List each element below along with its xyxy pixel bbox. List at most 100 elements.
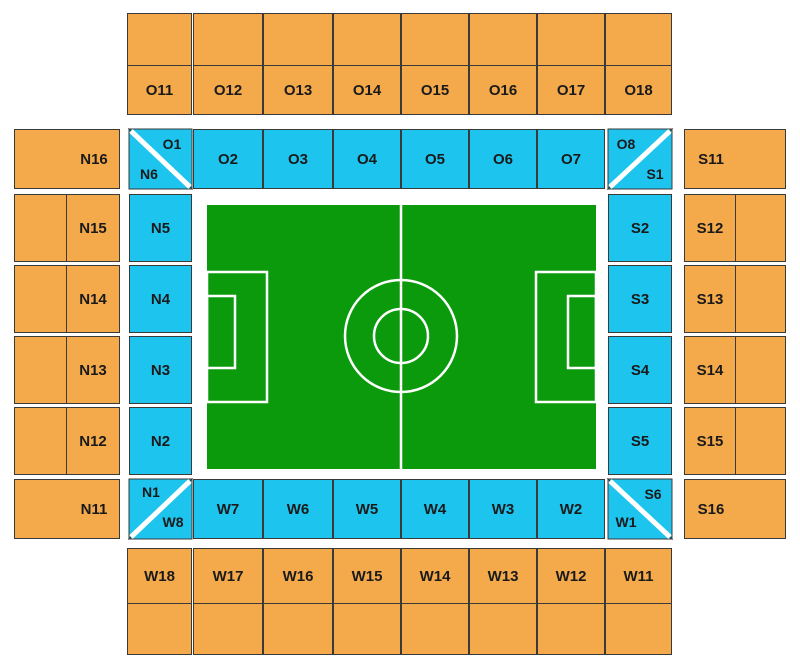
section-S2-label: S2 <box>630 219 650 237</box>
section-S3[interactable]: S3 <box>608 265 672 333</box>
section-N14[interactable]: N14 <box>66 265 120 333</box>
section-W16-rear[interactable] <box>263 603 333 655</box>
section-W12-rear[interactable] <box>537 603 605 655</box>
section-S12-label: S12 <box>696 219 724 237</box>
section-O18-rear[interactable] <box>605 13 672 66</box>
section-O2[interactable]: O2 <box>193 129 263 189</box>
section-S5-label: S5 <box>630 432 650 450</box>
section-O12-rear[interactable] <box>193 13 263 66</box>
section-N13-outer[interactable] <box>14 336 67 404</box>
section-S16[interactable]: S16 <box>684 479 786 539</box>
section-W2[interactable]: W2 <box>537 479 605 539</box>
section-S12[interactable]: S12 <box>684 194 736 262</box>
section-W11[interactable]: W11 <box>605 548 672 604</box>
section-W3-label: W3 <box>491 500 515 518</box>
section-W4[interactable]: W4 <box>401 479 469 539</box>
section-S4[interactable]: S4 <box>608 336 672 404</box>
section-O17-label: O17 <box>556 81 586 99</box>
section-W14-label: W14 <box>419 567 451 585</box>
section-W16[interactable]: W16 <box>263 548 333 604</box>
section-N4[interactable]: N4 <box>129 265 192 333</box>
section-N13-label: N13 <box>79 361 107 379</box>
section-N5[interactable]: N5 <box>129 194 192 262</box>
section-S3-label: S3 <box>630 290 650 308</box>
section-O6[interactable]: O6 <box>469 129 537 189</box>
section-S11[interactable]: S11 <box>684 129 786 189</box>
section-N11[interactable]: N11 <box>14 479 120 539</box>
section-O3-label: O3 <box>287 150 308 168</box>
section-S5[interactable]: S5 <box>608 407 672 475</box>
section-W8-label: W8 <box>162 514 184 530</box>
section-N13[interactable]: N13 <box>66 336 120 404</box>
section-S12-outer[interactable] <box>735 194 786 262</box>
section-W6-label: W6 <box>286 500 310 518</box>
section-O15-label: O15 <box>420 81 450 99</box>
section-O4[interactable]: O4 <box>333 129 401 189</box>
section-W17-rear[interactable] <box>193 603 263 655</box>
section-W11-rear[interactable] <box>605 603 672 655</box>
section-O5[interactable]: O5 <box>401 129 469 189</box>
section-W14[interactable]: W14 <box>401 548 469 604</box>
section-O4-label: O4 <box>356 150 377 168</box>
section-O7-label: O7 <box>560 150 581 168</box>
section-W15[interactable]: W15 <box>333 548 401 604</box>
section-O3[interactable]: O3 <box>263 129 333 189</box>
section-S14-label: S14 <box>696 361 724 379</box>
section-N15-label: N15 <box>79 219 107 237</box>
section-S13-outer[interactable] <box>735 265 786 333</box>
section-W15-rear[interactable] <box>333 603 401 655</box>
section-O14[interactable]: O14 <box>333 65 401 115</box>
section-W5[interactable]: W5 <box>333 479 401 539</box>
section-O16[interactable]: O16 <box>469 65 537 115</box>
section-N4-label: N4 <box>150 290 171 308</box>
section-W13-label: W13 <box>487 567 519 585</box>
section-O15[interactable]: O15 <box>401 65 469 115</box>
section-O16-label: O16 <box>488 81 518 99</box>
section-O14-label: O14 <box>352 81 382 99</box>
section-S14[interactable]: S14 <box>684 336 736 404</box>
section-O11[interactable]: O11 <box>127 65 192 115</box>
section-S4-label: S4 <box>630 361 650 379</box>
section-N2-label: N2 <box>150 432 171 450</box>
section-W18-rear[interactable] <box>127 603 192 655</box>
section-O11-label: O11 <box>145 81 174 99</box>
section-S11-label: S11 <box>698 150 724 168</box>
section-S14-outer[interactable] <box>735 336 786 404</box>
section-N12-outer[interactable] <box>14 407 67 475</box>
section-O8-label: O8 <box>616 136 636 152</box>
section-W6[interactable]: W6 <box>263 479 333 539</box>
section-S2[interactable]: S2 <box>608 194 672 262</box>
section-W17[interactable]: W17 <box>193 548 263 604</box>
section-N5-label: N5 <box>150 219 171 237</box>
section-S15-outer[interactable] <box>735 407 786 475</box>
section-W13-rear[interactable] <box>469 603 537 655</box>
section-W13[interactable]: W13 <box>469 548 537 604</box>
section-N6-label: N6 <box>140 166 158 182</box>
section-S6-label: S6 <box>644 486 662 502</box>
section-W11-label: W11 <box>623 567 654 585</box>
section-N12[interactable]: N12 <box>66 407 120 475</box>
corner-divider-bottom-left <box>129 479 192 539</box>
corner-divider-top-right <box>608 129 672 189</box>
section-N2[interactable]: N2 <box>129 407 192 475</box>
section-S15[interactable]: S15 <box>684 407 736 475</box>
section-O17-rear[interactable] <box>537 13 605 66</box>
section-O11-rear[interactable] <box>127 13 192 66</box>
section-O13[interactable]: O13 <box>263 65 333 115</box>
section-O17[interactable]: O17 <box>537 65 605 115</box>
section-W14-rear[interactable] <box>401 603 469 655</box>
section-N16[interactable]: N16 <box>14 129 120 189</box>
section-N3[interactable]: N3 <box>129 336 192 404</box>
section-W17-label: W17 <box>212 567 244 585</box>
section-N14-outer[interactable] <box>14 265 67 333</box>
section-O12-label: O12 <box>213 81 243 99</box>
section-N12-label: N12 <box>79 432 107 450</box>
section-O12[interactable]: O12 <box>193 65 263 115</box>
section-O7[interactable]: O7 <box>537 129 605 189</box>
section-O18[interactable]: O18 <box>605 65 672 115</box>
section-S15-label: S15 <box>696 432 724 450</box>
section-W7[interactable]: W7 <box>193 479 263 539</box>
section-N15[interactable]: N15 <box>66 194 120 262</box>
section-N14-label: N14 <box>79 290 107 308</box>
section-W3[interactable]: W3 <box>469 479 537 539</box>
